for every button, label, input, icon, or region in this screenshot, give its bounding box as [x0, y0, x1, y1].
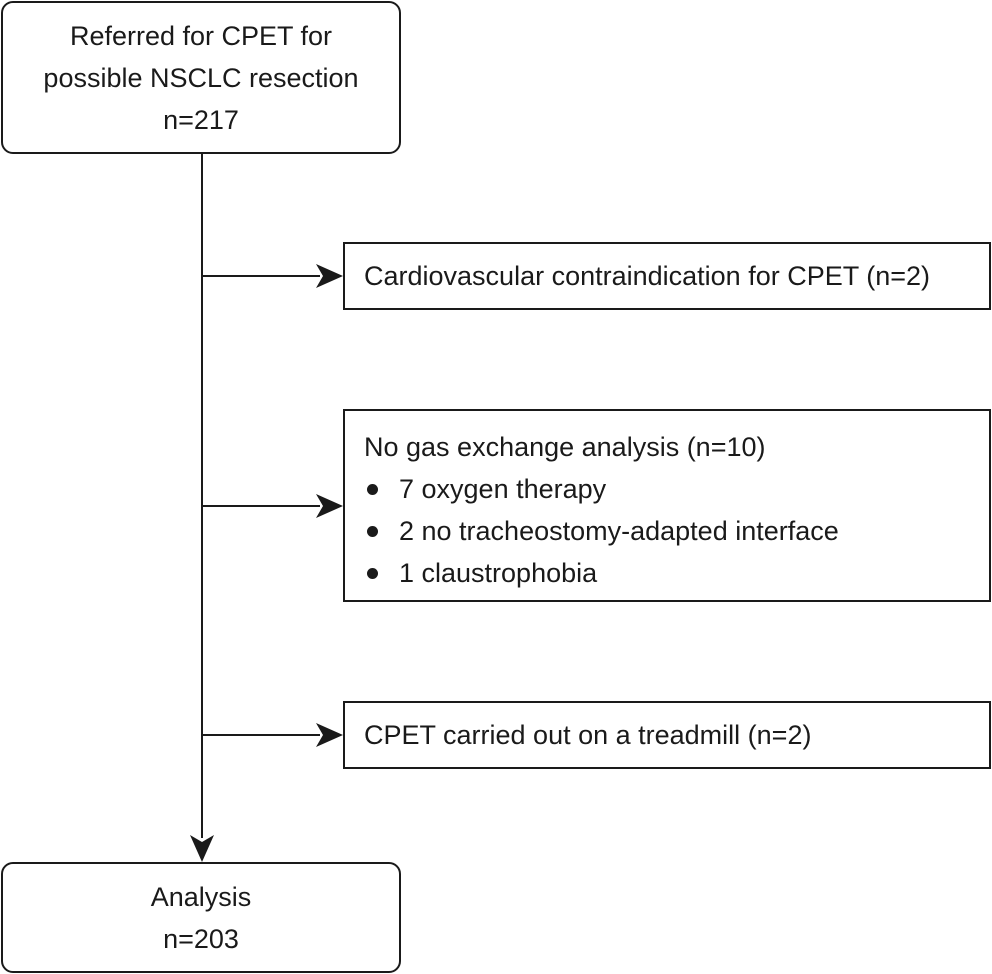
analysis-label: Analysis [150, 881, 252, 912]
bullet-icon [367, 483, 378, 495]
exclusion-text-cardiovascular: Cardiovascular contraindication for CPET… [364, 261, 931, 291]
list-item: 1 claustrophobia [364, 552, 989, 594]
main-flow-arrowhead [190, 835, 214, 862]
branch-arrowhead-1 [316, 264, 343, 288]
list-item: 2 no tracheostomy-adapted interface [364, 510, 989, 552]
branch-arrowhead-2 [316, 494, 343, 518]
bullet-icon [367, 525, 378, 537]
branch-arrowhead-3 [316, 723, 343, 747]
list-item-text: 7 oxygen therapy [399, 474, 607, 504]
referral-count: n=217 [163, 104, 239, 135]
referral-box: Referred for CPET for possible NSCLC res… [1, 1, 401, 154]
analysis-count: n=203 [163, 923, 239, 954]
exclusion-title-gas-exchange: No gas exchange analysis (n=10) [364, 432, 766, 462]
list-item-text: 2 no tracheostomy-adapted interface [399, 516, 839, 546]
exclusion-box-gas-exchange: No gas exchange analysis (n=10) 7 oxygen… [343, 409, 991, 602]
list-item: 7 oxygen therapy [364, 468, 989, 510]
referral-line-1: Referred for CPET for [69, 20, 333, 51]
bullet-icon [367, 567, 378, 579]
analysis-box: Analysis n=203 [1, 862, 401, 973]
exclusion-text-treadmill: CPET carried out on a treadmill (n=2) [364, 720, 812, 750]
exclusion-box-treadmill: CPET carried out on a treadmill (n=2) [343, 701, 991, 769]
referral-line-2: possible NSCLC resection [43, 62, 359, 93]
list-item-text: 1 claustrophobia [399, 558, 598, 588]
exclusion-box-cardiovascular: Cardiovascular contraindication for CPET… [343, 242, 991, 310]
